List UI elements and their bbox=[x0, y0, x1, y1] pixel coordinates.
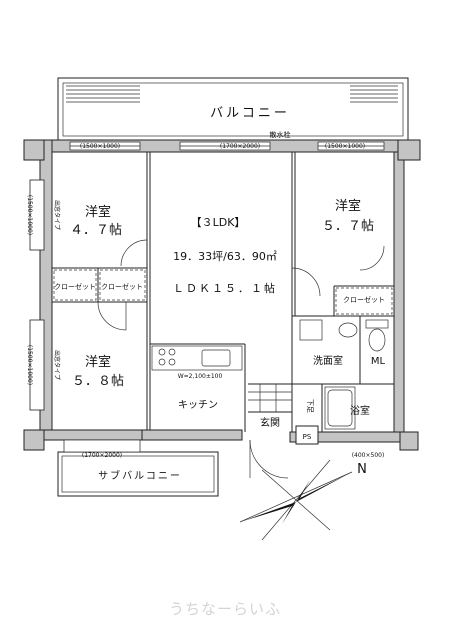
closet-a-label: クローゼット bbox=[54, 282, 96, 291]
room-labels: 洋室 ４．７帖 洋室 ５．８帖 洋室 ５．７帖 【３LDK】 19．33坪/63… bbox=[70, 198, 386, 429]
bath-window-dim: (400×500) bbox=[352, 452, 385, 459]
window-dim-top-mid: (1700×2000) bbox=[220, 143, 260, 150]
closets: クローゼット クローゼット クローゼット bbox=[53, 269, 393, 315]
outer-walls bbox=[23, 139, 421, 451]
west-north-room-size: ４．７帖 bbox=[70, 223, 122, 238]
closet-b-label: クローゼット bbox=[101, 282, 143, 291]
north-label: N bbox=[357, 462, 367, 477]
storage-label: ML bbox=[371, 356, 386, 367]
ldk-size: ＬＤＫ１５．１帖 bbox=[173, 282, 277, 295]
sub-balcony-label: サブバルコニー bbox=[98, 469, 182, 482]
main-balcony: バルコニー 散水栓 bbox=[57, 77, 409, 141]
entrance-tiles: PS bbox=[248, 384, 319, 445]
closet-c-label: クローゼット bbox=[343, 295, 385, 304]
kitchen-label: キッチン bbox=[178, 399, 218, 411]
window-type-label-2: 出窓タイプ bbox=[53, 350, 61, 380]
kitchen-width-label: W=2,100±100 bbox=[178, 373, 223, 380]
sub-balcony-window-dim: (1700×2000) bbox=[82, 452, 122, 459]
window-dim-side-lower: (1500×1000) bbox=[26, 345, 33, 385]
window-dim-top-left: (1500×1000) bbox=[80, 143, 120, 150]
sub-balcony: (1700×2000) サブバルコニー bbox=[57, 439, 219, 497]
top-windows: (1500×1000) (1700×2000) (1500×1000) bbox=[69, 141, 385, 151]
entrance-label: 玄関 bbox=[260, 416, 280, 429]
water-tap-label: 散水栓 bbox=[270, 130, 291, 139]
west-north-room-name: 洋室 bbox=[85, 204, 111, 220]
layout-area: 19．33坪/63．90㎡ bbox=[173, 250, 277, 263]
bath-fixtures bbox=[324, 386, 356, 430]
compass-icon: N bbox=[239, 459, 367, 541]
west-south-room-name: 洋室 bbox=[85, 354, 111, 370]
side-bay-windows: (1500×1000) 出窓タイプ (1500×1000) 出窓タイプ bbox=[26, 179, 61, 411]
bath-label: 浴室 bbox=[350, 404, 370, 417]
balcony-label: バルコニー bbox=[210, 106, 290, 121]
window-dim-top-right: (1500×1000) bbox=[325, 143, 365, 150]
door-swings bbox=[97, 239, 385, 479]
ps-label: PS bbox=[303, 433, 312, 441]
shoe-box-label: 下足 bbox=[306, 399, 314, 413]
west-south-room-size: ５．８帖 bbox=[72, 374, 124, 389]
washroom-fixtures bbox=[299, 319, 389, 352]
watermark: うちなーらいふ bbox=[169, 600, 281, 618]
washroom-label: 洗面室 bbox=[313, 354, 343, 367]
east-room-size: ５．７帖 bbox=[322, 219, 374, 234]
window-type-label-1: 出窓タイプ bbox=[53, 200, 61, 230]
kitchen-counter: W=2,100±100 bbox=[151, 345, 243, 380]
east-room-name: 洋室 bbox=[335, 198, 361, 214]
interior-walls bbox=[52, 152, 394, 432]
layout-type: 【３LDK】 bbox=[191, 216, 246, 229]
window-dim-side-upper: (1500×1000) bbox=[26, 195, 33, 235]
